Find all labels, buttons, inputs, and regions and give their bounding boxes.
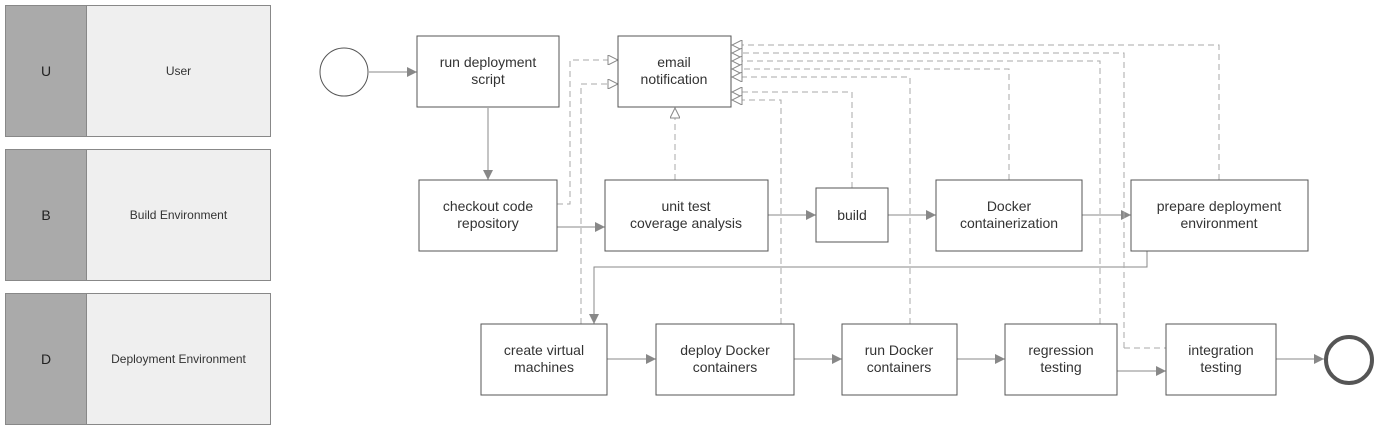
task-label: machines (514, 359, 574, 375)
task-create-virtual-machines: create virtual machines (480, 323, 608, 396)
start-event (319, 47, 369, 97)
task-run-deployment-script: run deployment script (416, 35, 560, 108)
task-label: integration (1188, 342, 1253, 358)
task-prepare-deployment-environment: prepare deployment environment (1130, 179, 1309, 252)
lane-build-environment: B Build Environment (5, 149, 271, 281)
task-label: build (837, 207, 867, 223)
task-label: deploy Docker (680, 342, 770, 358)
msg-regression-to-email (732, 61, 1101, 324)
lane-code: D (6, 294, 87, 424)
flow-prepare-to-create-vm (589, 251, 1148, 324)
task-regression-testing: regression testing (1004, 323, 1118, 396)
task-label: run Docker (865, 342, 934, 358)
msg-integration-to-email (732, 53, 1125, 348)
msg-checkout-to-email (557, 60, 618, 205)
task-label: unit test (661, 198, 710, 214)
lane-code: U (6, 6, 87, 136)
task-label: email (657, 54, 690, 70)
task-checkout-code-repository: checkout code repository (418, 179, 558, 252)
lane-code: B (6, 150, 87, 280)
msg-build-to-email (732, 92, 853, 188)
task-label: testing (1040, 359, 1081, 375)
task-label: checkout code (443, 198, 533, 214)
task-label: script (471, 71, 505, 87)
task-label: containerization (960, 215, 1058, 231)
msg-deploy-to-email (732, 100, 782, 324)
task-email-notification: email notification (617, 35, 732, 108)
task-integration-testing: integration testing (1165, 323, 1277, 396)
lane-name: User (165, 64, 192, 78)
lane-name: Build Environment (129, 208, 228, 222)
lane-user: U User (5, 5, 271, 137)
task-label: run deployment (440, 54, 537, 70)
msg-prepare-to-email (732, 45, 1220, 180)
task-label: regression (1028, 342, 1093, 358)
task-unit-test-coverage-analysis: unit test coverage analysis (604, 179, 769, 252)
task-label: Docker (987, 198, 1032, 214)
task-label: coverage analysis (630, 215, 742, 231)
task-label: repository (457, 215, 518, 231)
task-label: containers (867, 359, 932, 375)
task-label: testing (1200, 359, 1241, 375)
sequence-flows (369, 67, 1324, 376)
task-label: environment (1180, 215, 1257, 231)
end-event (1324, 335, 1374, 385)
task-label: containers (693, 359, 758, 375)
lane-name: Deployment Environment (111, 352, 246, 366)
task-label: create virtual (504, 342, 584, 358)
lane-deployment-environment: D Deployment Environment (5, 293, 271, 425)
task-label: prepare deployment (1157, 198, 1282, 214)
msg-create-vm-to-email (580, 84, 618, 324)
msg-run-to-email (732, 77, 911, 324)
task-docker-containerization: Docker containerization (935, 179, 1083, 252)
task-label: notification (641, 71, 708, 87)
task-build: build (815, 187, 889, 243)
task-run-docker-containers: run Docker containers (841, 323, 958, 396)
task-deploy-docker-containers: deploy Docker containers (655, 323, 795, 396)
message-flows (557, 45, 1220, 348)
msg-docker-to-email (732, 69, 1010, 180)
